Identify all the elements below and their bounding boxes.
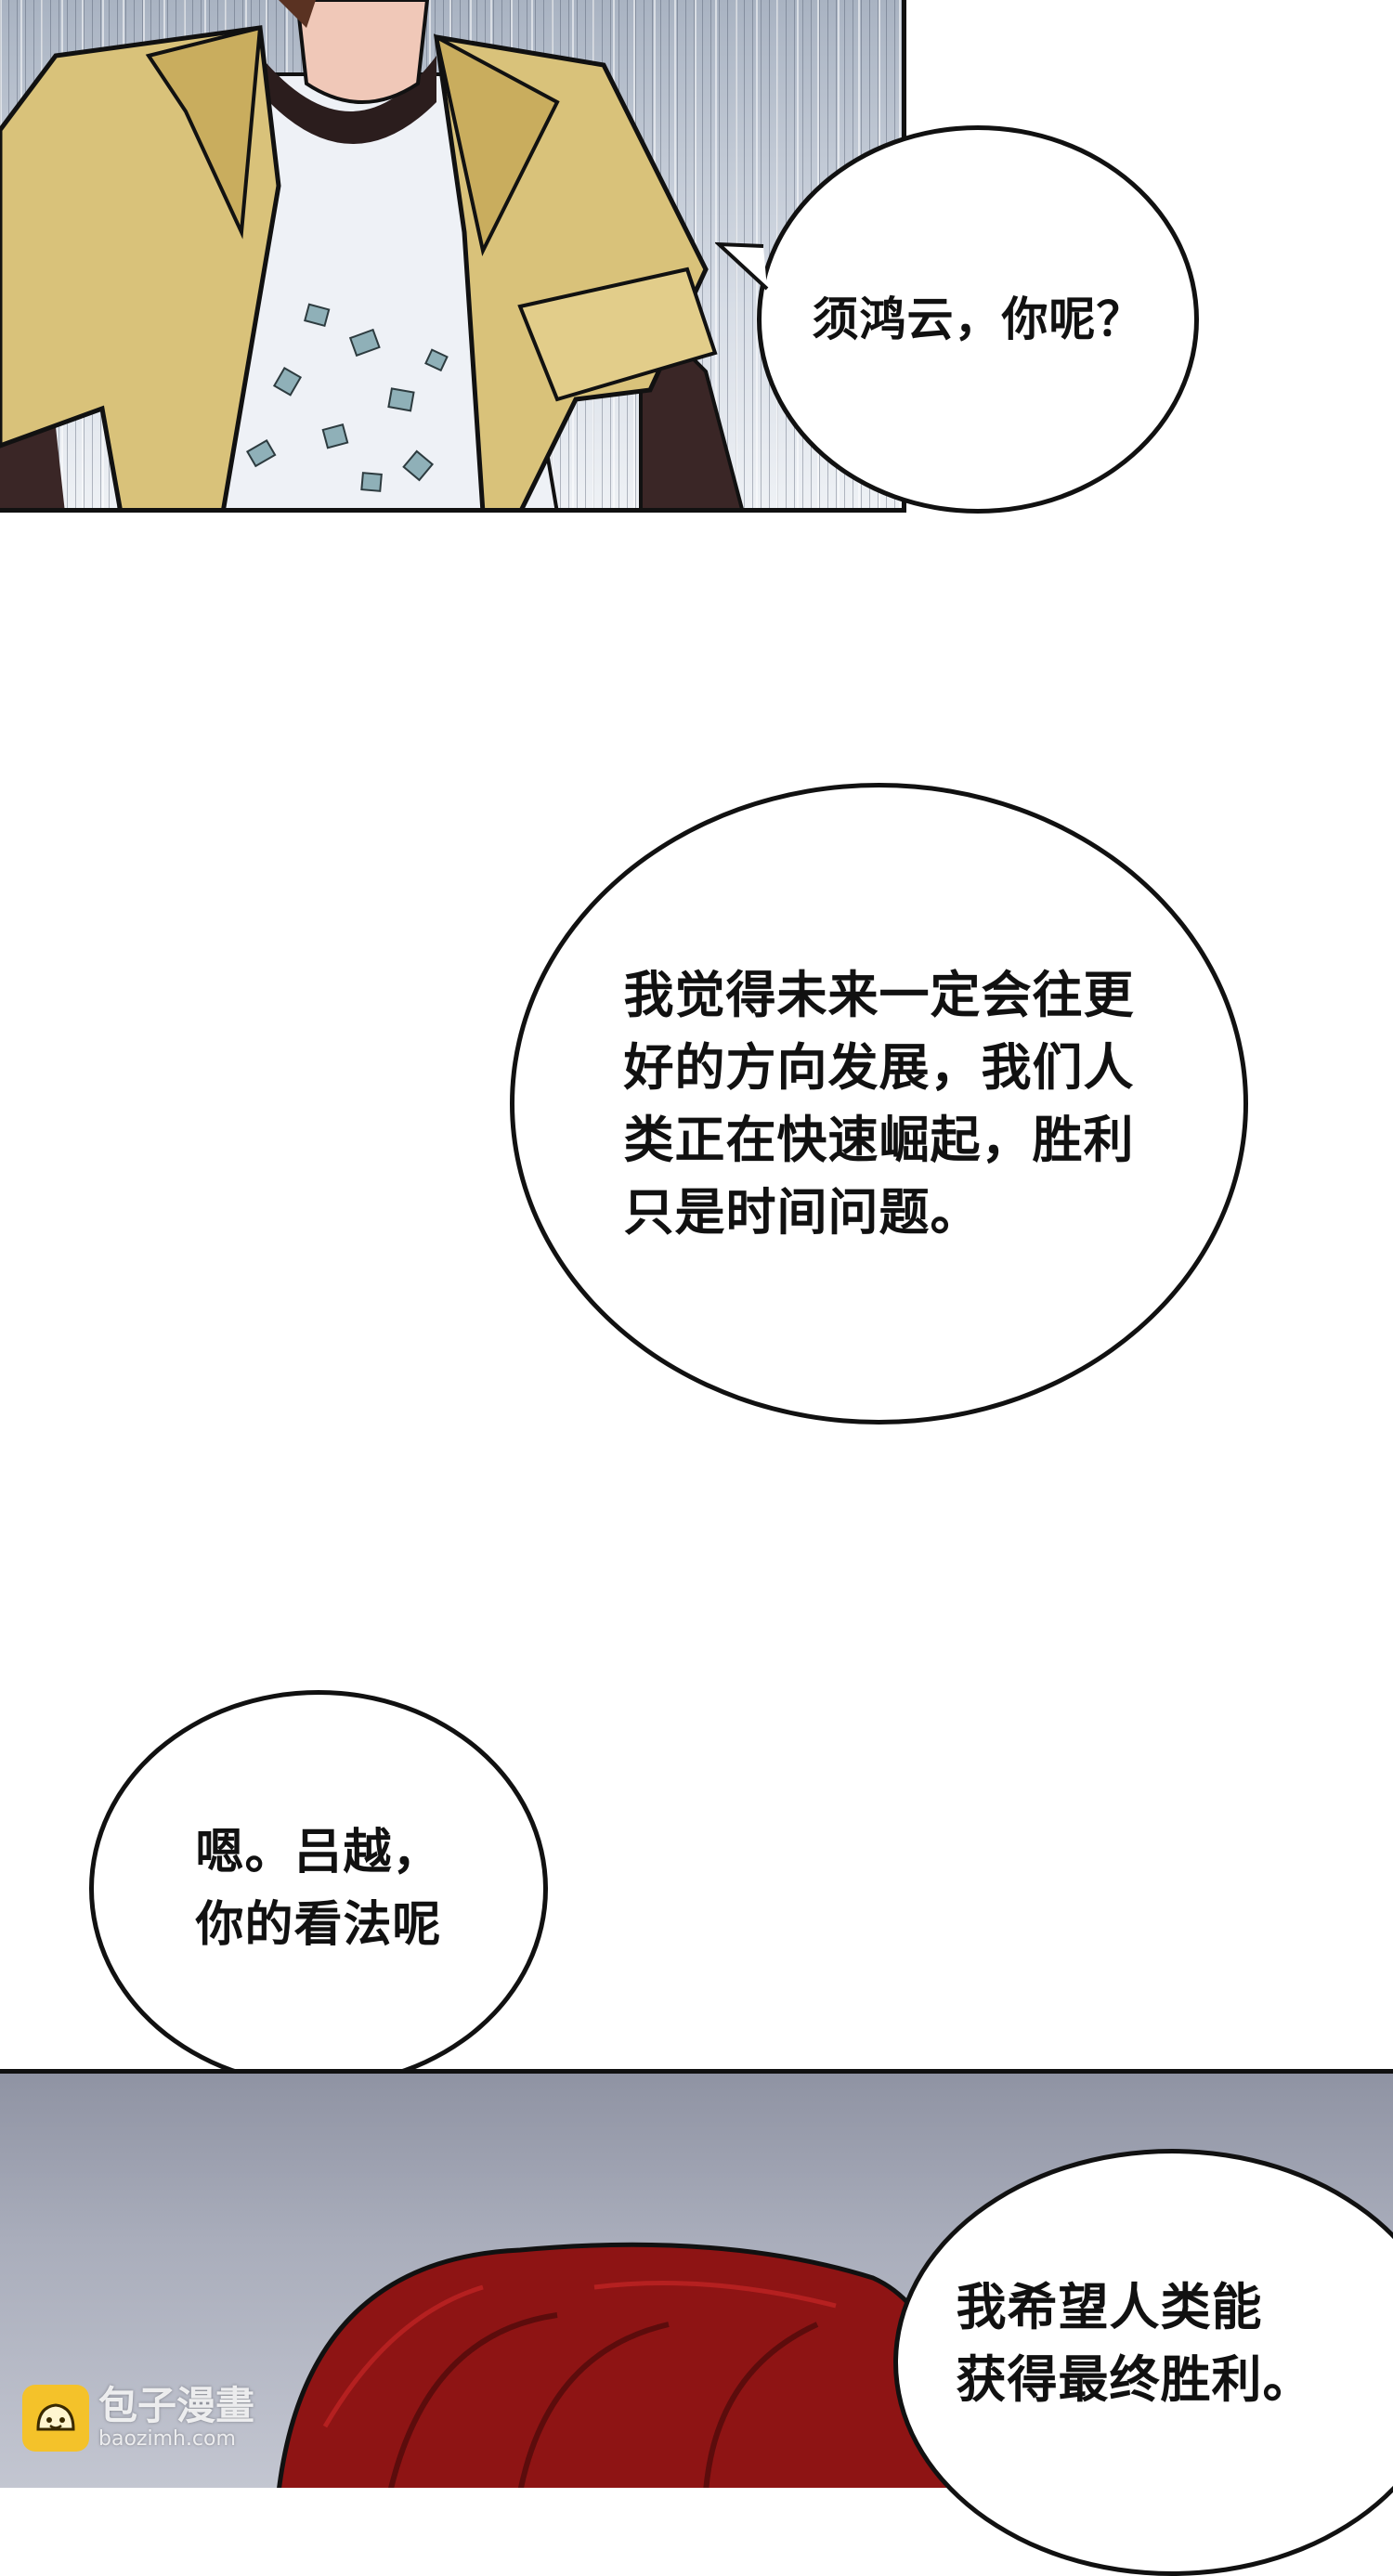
watermark-name: 包子漫畫 [98, 2383, 255, 2428]
speech-bubble-2: 我觉得未来一定会往更 好的方向发展，我们人 类正在快速崛起，胜利 只是时间问题。 [510, 783, 1248, 1425]
speech-bubble-4-text: 我希望人类能 获得最终胜利。 [956, 2278, 1314, 2409]
speech-bubble-3-text: 嗯。吕越， 你的看法呢 [195, 1825, 442, 1953]
speech-bubble-1-tail [715, 241, 769, 291]
speech-bubble-3: 嗯。吕越， 你的看法呢 [89, 1690, 548, 2088]
speech-bubble-1-text: 须鸿云，你呢？ [812, 293, 1144, 346]
watermark-url: baozimh.com [98, 2427, 236, 2451]
speech-bubble-2-text: 我觉得未来一定会往更 好的方向发展，我们人 类正在快速崛起，胜利 只是时间问题。 [623, 965, 1135, 1242]
bun-logo-icon [22, 2385, 89, 2452]
speech-bubble-1: 须鸿云，你呢？ [757, 125, 1199, 514]
publisher-logo-mark [1188, 2409, 1381, 2461]
watermark-baozimh: 包子漫畫 baozimh.com [22, 2385, 254, 2452]
character-jacket-illustration [0, 0, 744, 508]
